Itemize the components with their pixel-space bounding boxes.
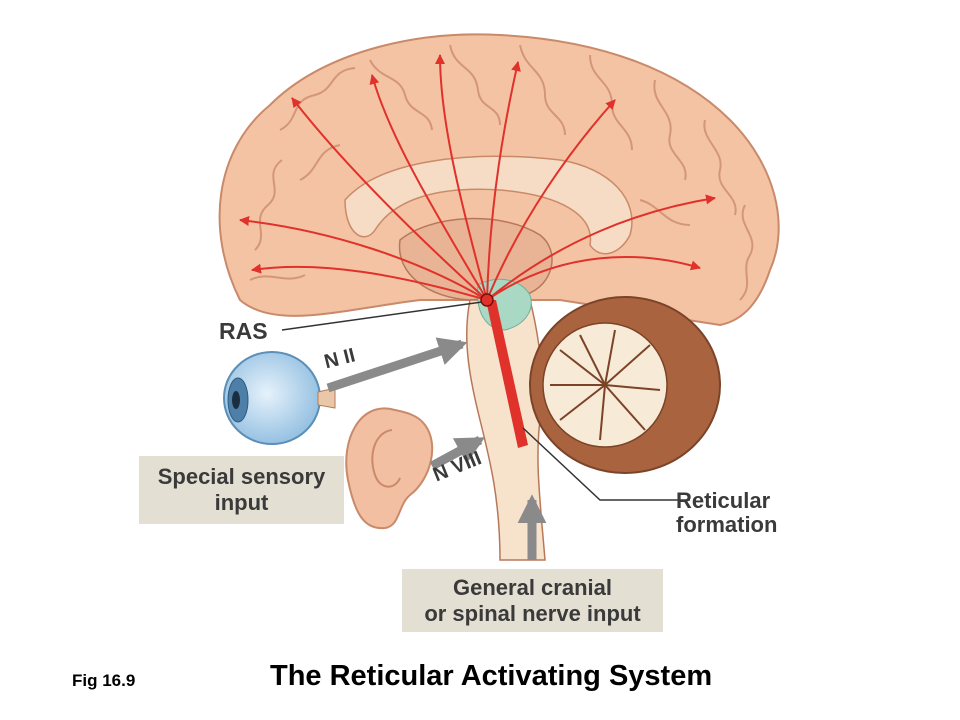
general-line2: or spinal nerve input (424, 601, 641, 626)
reticular-leader-line (522, 427, 690, 501)
special-sensory-label-box: Special sensory input (139, 456, 344, 524)
special-sensory-line1: Special sensory (157, 464, 326, 489)
figure-number: Fig 16.9 (72, 671, 136, 690)
reticular-formation-column (486, 300, 528, 448)
general-line1: General cranial (453, 575, 612, 600)
sensory-input-arrows (326, 337, 547, 560)
special-sensory-line2: input (214, 490, 269, 515)
cortical-projections (239, 54, 716, 301)
figure-title: The Reticular Activating System (270, 660, 713, 692)
ras-leader-line (281, 301, 483, 331)
cerebellum (529, 296, 721, 474)
reticular-label-line1: Reticular (676, 488, 771, 513)
n-viii-arrow (429, 436, 486, 470)
ras-origin-dot (480, 293, 494, 307)
ear-icon (345, 407, 434, 530)
ras-label: RAS (219, 318, 268, 344)
n-ii-arrow (326, 337, 468, 393)
general-input-label-box: General cranial or spinal nerve input (402, 569, 663, 632)
eye-icon (223, 351, 336, 445)
reticular-label-line2: formation (676, 512, 778, 537)
corpus-callosum (344, 155, 633, 255)
